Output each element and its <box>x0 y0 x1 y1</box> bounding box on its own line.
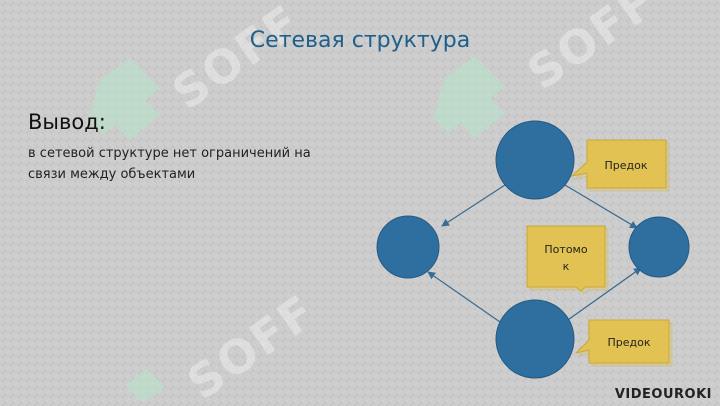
node-top <box>495 120 575 200</box>
callout-predok-bottom-label: Предок <box>607 336 650 349</box>
callout-predok-bottom: Предок <box>574 319 673 367</box>
edge-top-to-right <box>564 184 638 229</box>
conclusion-text: в сетевой структуре нет ограничений на с… <box>28 146 311 182</box>
callout-potomok: Потомо к <box>526 225 609 295</box>
edge-bottom-to-right <box>564 267 642 323</box>
slide-title: Сетевая структура <box>249 28 471 53</box>
callout-predok-top: Предок <box>570 139 670 192</box>
callout-predok-top-label: Предок <box>604 159 647 172</box>
callout-potomok-label-line2: к <box>563 260 570 273</box>
node-left <box>376 215 440 279</box>
callout-potomok-label-line1: Потомо <box>544 243 587 256</box>
edge-top-to-left <box>441 184 506 227</box>
node-bottom <box>495 299 575 379</box>
videouroki-logo: VIDEOUROKI <box>615 387 712 402</box>
conclusion-heading: Вывод: <box>28 110 106 134</box>
logo-text: VIDEOUROKI <box>614 387 712 402</box>
edge-bottom-to-left <box>427 271 501 323</box>
node-right <box>628 216 690 278</box>
